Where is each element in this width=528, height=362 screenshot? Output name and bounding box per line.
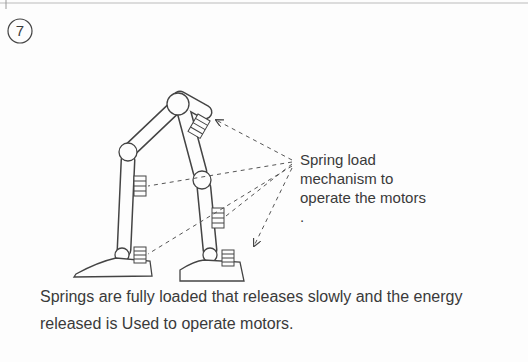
callout-number: 7 (7, 18, 33, 44)
callout-circle: 7 (7, 18, 33, 44)
scan-tick (6, 0, 7, 9)
feet (74, 258, 244, 281)
note-text: Springs are fully loaded that releases s… (40, 283, 520, 337)
scan-edge (0, 3, 528, 4)
leader-lines (148, 120, 292, 254)
callout-text: Spring load mechanism to operate the mot… (300, 150, 432, 226)
leg-links (124, 98, 210, 250)
circle-outline (8, 19, 32, 43)
spring-blocks (134, 114, 234, 266)
